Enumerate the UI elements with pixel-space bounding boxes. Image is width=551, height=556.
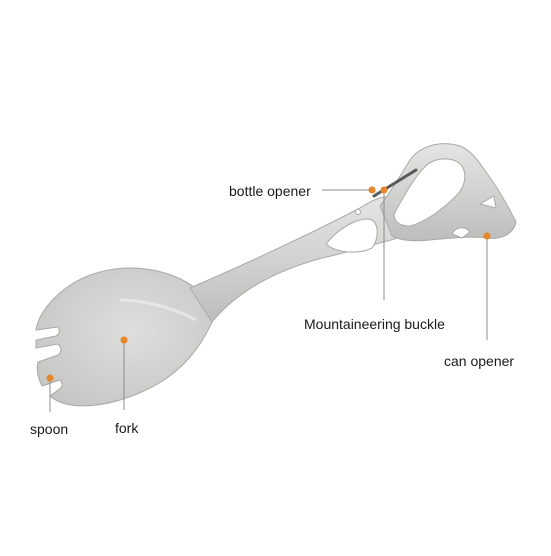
dot-fork: [120, 336, 128, 344]
dot-bottle-opener: [368, 186, 376, 194]
callout-leaders: [49, 189, 488, 412]
dot-can-opener: [483, 232, 491, 240]
label-bottle-opener: bottle opener: [229, 183, 311, 199]
label-spoon: spoon: [30, 421, 69, 437]
callout-dots: [46, 186, 491, 382]
spork-handle: [189, 195, 413, 323]
carabiner-head: [372, 143, 517, 242]
label-can-opener: can opener: [444, 353, 515, 369]
label-mountaineering-buckle: Mountaineering buckle: [304, 316, 445, 332]
dot-spoon: [46, 374, 54, 382]
dot-buckle: [380, 186, 388, 194]
label-fork: fork: [115, 420, 139, 436]
